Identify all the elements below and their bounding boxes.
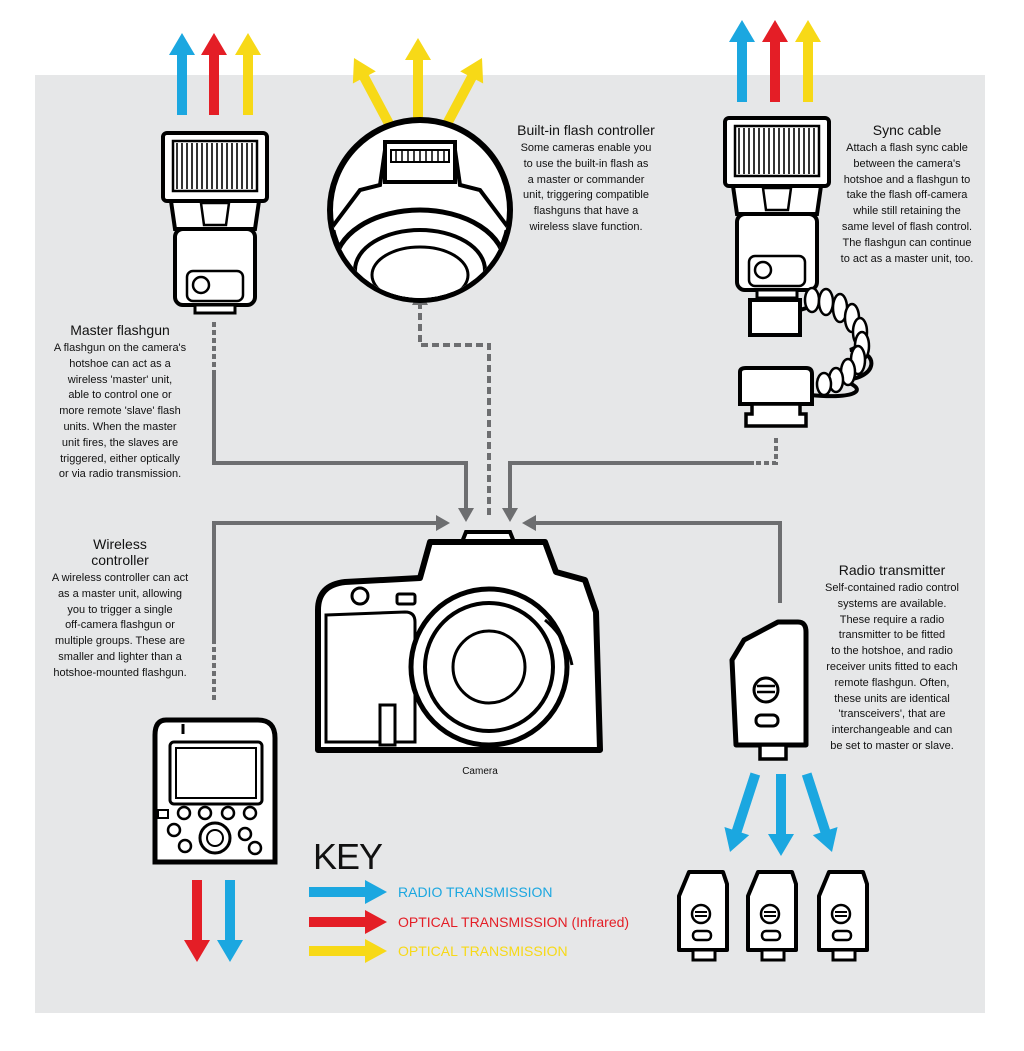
radio-transmitter-description: Self-contained radio control systems are…	[825, 582, 959, 752]
master-flash-arrows	[169, 33, 261, 115]
wireless-controller-description: A wireless controller can act as a maste…	[51, 572, 189, 679]
radio-transmitter-title: Radio transmitter	[838, 562, 946, 578]
key-arrows	[309, 880, 387, 963]
master-flashgun-label: Master flashgun A flashgun on the camera…	[46, 322, 194, 483]
sync-cable-description: Attach a flash sync cable between the ca…	[840, 142, 974, 265]
radio-receiver-arrows	[717, 769, 845, 857]
master-flashgun-title: Master flashgun	[70, 322, 170, 338]
key-radio-label: RADIO TRANSMISSION	[398, 884, 553, 900]
wireless-controller-label: Wireless controller A wireless controlle…	[42, 536, 198, 682]
radio-receiver-3	[817, 870, 869, 962]
radio-receiver-1	[677, 870, 729, 962]
radio-transmitter-label: Radio transmitter Self-contained radio c…	[812, 562, 972, 755]
key-arrow-optical-ir	[309, 910, 387, 934]
camera-illustration	[315, 530, 603, 753]
key-title: KEY	[313, 836, 383, 877]
sync-flashgun	[723, 116, 831, 300]
sync-cable-title: Sync cable	[872, 122, 942, 138]
radio-transmitter-device	[729, 619, 809, 761]
master-flashgun-description: A flashgun on the camera's hotshoe can a…	[53, 342, 187, 481]
radio-receiver-2	[746, 870, 798, 962]
key-arrow-radio	[309, 880, 387, 904]
wireless-controller-device	[152, 717, 278, 865]
key-arrow-optical	[309, 939, 387, 963]
builtin-flash-description: Some cameras enable you to use the built…	[520, 142, 652, 233]
key-optical-ir-label: OPTICAL TRANSMISSION (Infrared)	[398, 914, 630, 930]
wireless-controller-title: Wireless controller	[91, 536, 149, 568]
key-optical-label: OPTICAL TRANSMISSION	[398, 943, 568, 959]
sync-flash-arrows	[729, 20, 821, 102]
master-flashgun	[161, 131, 269, 315]
wireless-controller-arrows	[184, 880, 243, 962]
builtin-flash-title: Built-in flash controller	[517, 122, 655, 138]
camera-caption: Camera	[462, 766, 498, 777]
builtin-flash-label: Built-in flash controller Some cameras e…	[500, 122, 672, 236]
sync-cable-label: Sync cable Attach a flash sync cable bet…	[834, 122, 980, 267]
builtin-flash-inset	[327, 117, 513, 303]
